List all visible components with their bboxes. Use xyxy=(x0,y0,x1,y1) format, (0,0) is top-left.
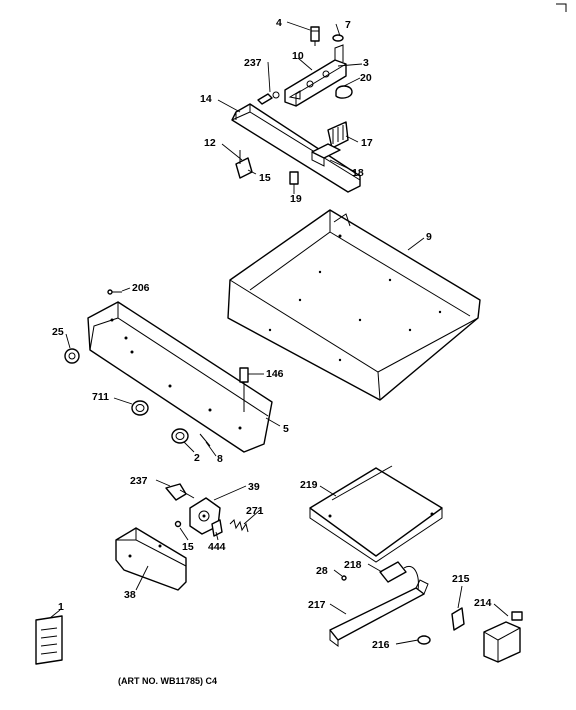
part-237-orifice-lower xyxy=(165,483,195,501)
part-8-screw xyxy=(199,433,211,447)
part-10-valve-bracket xyxy=(284,44,347,107)
callout-146: 146 xyxy=(266,368,284,380)
callout-4: 4 xyxy=(276,17,282,29)
callout-20: 20 xyxy=(360,72,372,84)
part-25-knob xyxy=(64,348,80,364)
callout-219: 219 xyxy=(300,479,318,491)
part-146-switch xyxy=(239,367,249,412)
callout-39: 39 xyxy=(248,481,260,493)
callout-19: 19 xyxy=(290,193,302,205)
part-711-knob xyxy=(131,400,149,416)
part-5-manifold-panel xyxy=(87,301,273,453)
part-271-spring xyxy=(229,519,249,533)
leader-lines xyxy=(49,21,509,645)
callout-9: 9 xyxy=(426,231,432,243)
callout-214: 214 xyxy=(474,597,492,609)
part-214-switch xyxy=(483,611,523,663)
part-15-screw-lower xyxy=(174,520,182,528)
part-28-screw xyxy=(341,575,347,581)
callout-labels: 4 7 237 10 3 20 14 17 12 15 18 19 9 206 … xyxy=(52,17,492,651)
corner-mark xyxy=(556,3,567,12)
callout-218: 218 xyxy=(344,559,362,571)
callout-25: 25 xyxy=(52,326,64,338)
callout-206: 206 xyxy=(132,282,150,294)
part-7-clip xyxy=(332,34,344,42)
callout-5: 5 xyxy=(283,423,289,435)
part-38-valve-cover xyxy=(115,527,187,591)
part-19-clip xyxy=(289,171,299,185)
callout-38: 38 xyxy=(124,589,136,601)
callout-8: 8 xyxy=(217,453,223,465)
callout-215: 215 xyxy=(452,573,470,585)
part-18-bracket xyxy=(311,143,341,167)
callout-2: 2 xyxy=(194,452,200,464)
callout-10: 10 xyxy=(292,50,304,62)
callout-3: 3 xyxy=(363,57,369,69)
callout-237-upper: 237 xyxy=(244,57,262,69)
callout-17: 17 xyxy=(361,137,373,149)
part-9-burner-box xyxy=(227,209,481,401)
part-206-screw xyxy=(107,289,122,295)
part-217-igniter-bracket xyxy=(329,579,429,647)
part-444-bracket xyxy=(211,519,223,537)
part-20-hose-clamp xyxy=(335,85,353,99)
part-4-screw xyxy=(310,26,320,46)
callout-444: 444 xyxy=(208,541,226,553)
callout-15-upper: 15 xyxy=(259,172,271,184)
part-237-orifice xyxy=(257,91,280,105)
callout-1: 1 xyxy=(58,601,64,613)
part-2-knob xyxy=(171,428,189,444)
part-17-valve-clip xyxy=(327,121,349,149)
part-219-heat-shield xyxy=(309,465,443,563)
part-1-manual xyxy=(35,615,63,665)
callout-217: 217 xyxy=(308,599,326,611)
callout-271: 271 xyxy=(246,505,264,517)
callout-237-lower: 237 xyxy=(130,475,148,487)
art-number-caption: (ART NO. WB11785) C4 xyxy=(118,676,217,686)
part-218-igniter xyxy=(379,561,419,591)
callout-7: 7 xyxy=(345,19,351,31)
callout-216: 216 xyxy=(372,639,390,651)
callout-711: 711 xyxy=(92,391,109,403)
callout-15-lower: 15 xyxy=(182,541,194,553)
part-12-support xyxy=(235,150,253,179)
part-216-grommet xyxy=(417,635,431,645)
callout-14: 14 xyxy=(200,93,212,105)
callout-28: 28 xyxy=(316,565,328,577)
part-215-clip xyxy=(451,607,465,631)
callout-18: 18 xyxy=(352,167,364,179)
callout-12: 12 xyxy=(204,137,216,149)
